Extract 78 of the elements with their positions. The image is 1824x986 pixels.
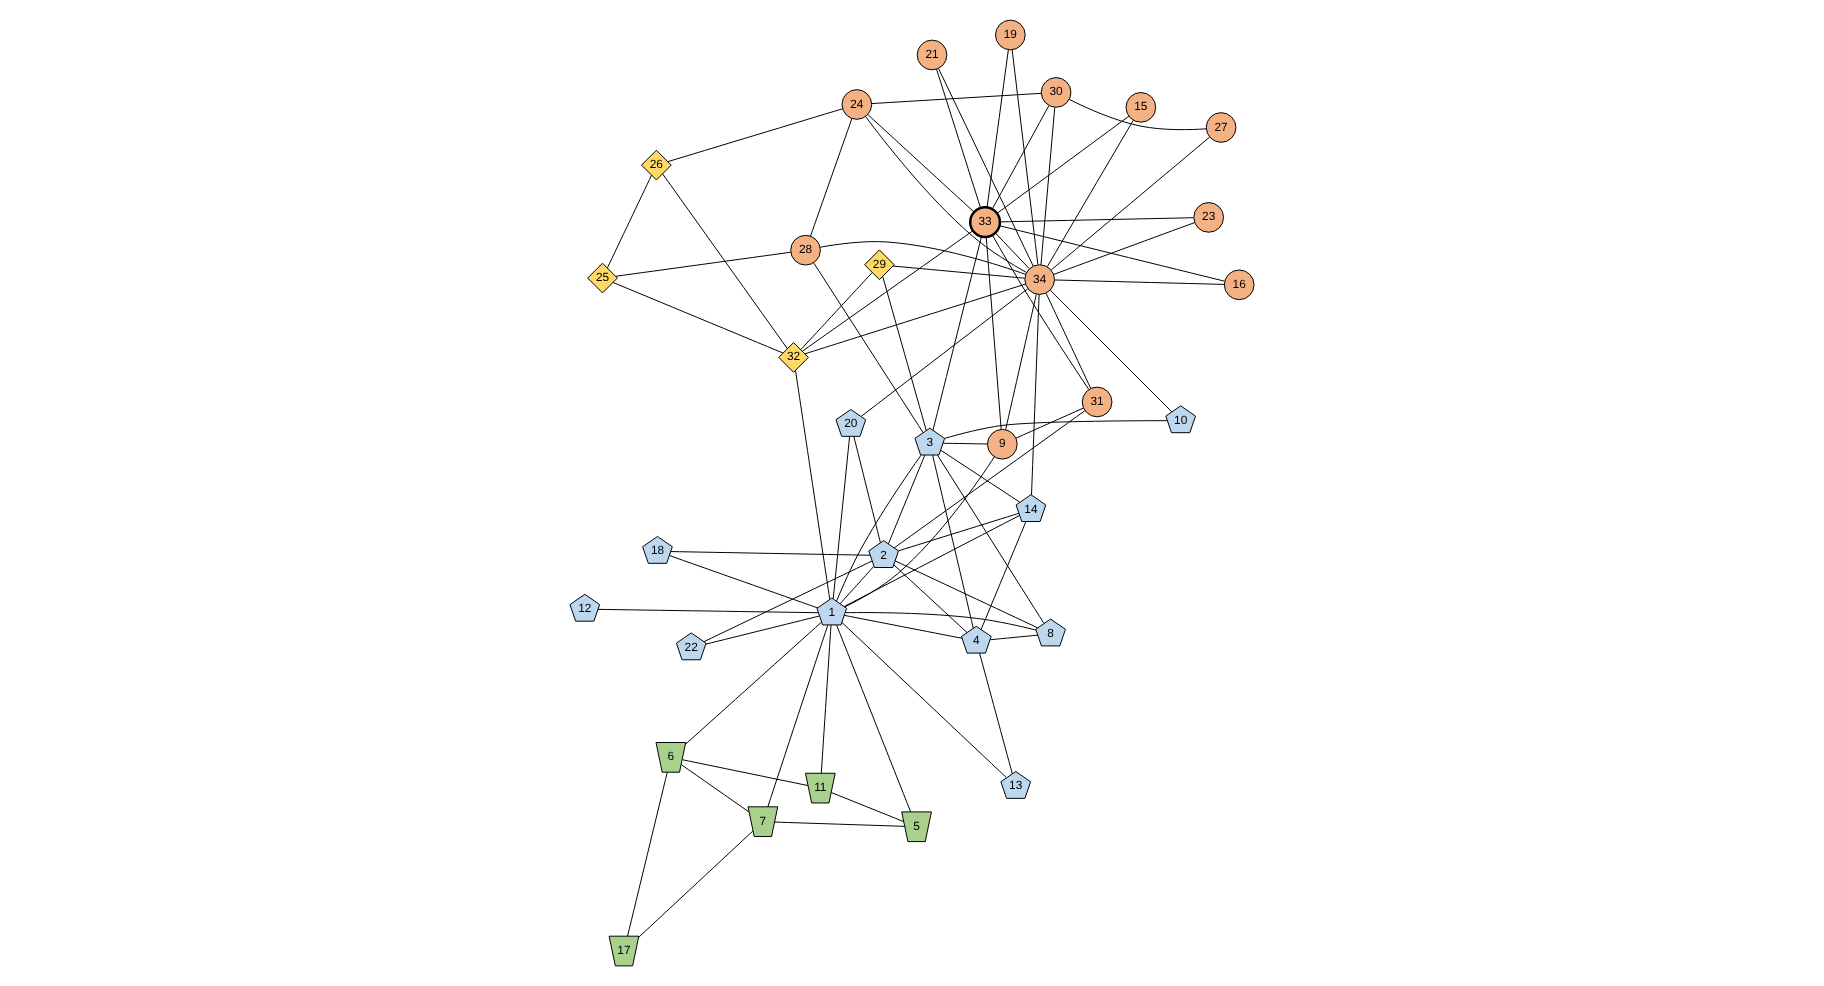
connector xyxy=(836,454,922,602)
connector xyxy=(893,410,1086,549)
connector xyxy=(810,118,853,237)
connector xyxy=(612,281,784,354)
connector xyxy=(841,622,1007,778)
connector xyxy=(627,771,668,937)
connector xyxy=(819,241,1027,275)
connector xyxy=(936,68,982,209)
connector xyxy=(999,225,1225,282)
connector xyxy=(980,521,1027,630)
connector xyxy=(999,217,1195,223)
connector xyxy=(703,560,873,643)
connector xyxy=(986,49,1009,208)
connector xyxy=(992,234,1090,390)
connector xyxy=(1053,222,1196,275)
connector xyxy=(820,624,832,774)
connector xyxy=(894,560,1039,629)
connector xyxy=(882,276,927,431)
connector xyxy=(892,265,1026,279)
connector xyxy=(662,173,788,350)
connector xyxy=(1068,99,1207,131)
connector xyxy=(680,764,750,813)
connector xyxy=(843,614,963,639)
connector xyxy=(836,624,912,813)
connector xyxy=(801,230,974,352)
connector xyxy=(898,512,1020,552)
connector xyxy=(989,634,1039,641)
connector xyxy=(839,565,875,605)
connector xyxy=(669,555,819,609)
connector xyxy=(685,621,822,745)
connector xyxy=(843,514,1020,607)
connector xyxy=(865,116,1027,273)
connector xyxy=(1031,294,1040,496)
connector xyxy=(1005,293,1037,431)
connector xyxy=(844,456,995,608)
connector xyxy=(979,652,1013,775)
connector xyxy=(887,454,926,545)
connector xyxy=(1046,119,1134,267)
connector xyxy=(1040,106,1056,266)
connector xyxy=(942,442,988,445)
connector xyxy=(893,564,968,634)
connector xyxy=(994,232,1030,269)
connector xyxy=(1050,136,1210,271)
connector xyxy=(774,821,905,827)
connector xyxy=(1015,407,1084,439)
connector xyxy=(932,236,982,431)
connector xyxy=(867,114,975,213)
connector xyxy=(1049,289,1173,413)
connector xyxy=(985,236,1002,430)
connector xyxy=(813,262,924,434)
connector xyxy=(804,283,1026,355)
connector xyxy=(991,105,1050,210)
connector xyxy=(767,624,829,808)
connector xyxy=(1054,279,1225,285)
connector xyxy=(1045,292,1092,389)
connector xyxy=(996,115,1130,214)
connector xyxy=(615,251,792,277)
connector xyxy=(638,830,754,938)
connector xyxy=(607,174,653,269)
connector xyxy=(832,436,851,600)
connector xyxy=(597,608,819,614)
connector xyxy=(932,454,974,629)
connector xyxy=(795,370,831,600)
connector xyxy=(667,108,843,163)
connector xyxy=(800,272,873,351)
connector xyxy=(940,449,1021,503)
connector xyxy=(944,420,1168,439)
connector xyxy=(860,288,1029,417)
connector xyxy=(844,612,1037,631)
connector xyxy=(670,551,871,556)
connector xyxy=(830,792,905,823)
connector xyxy=(871,92,1042,105)
connector xyxy=(682,759,809,787)
connector xyxy=(853,436,881,543)
connector xyxy=(1011,49,1039,266)
connector xyxy=(705,615,820,645)
connector xyxy=(937,454,1045,624)
connector xyxy=(938,68,1034,267)
